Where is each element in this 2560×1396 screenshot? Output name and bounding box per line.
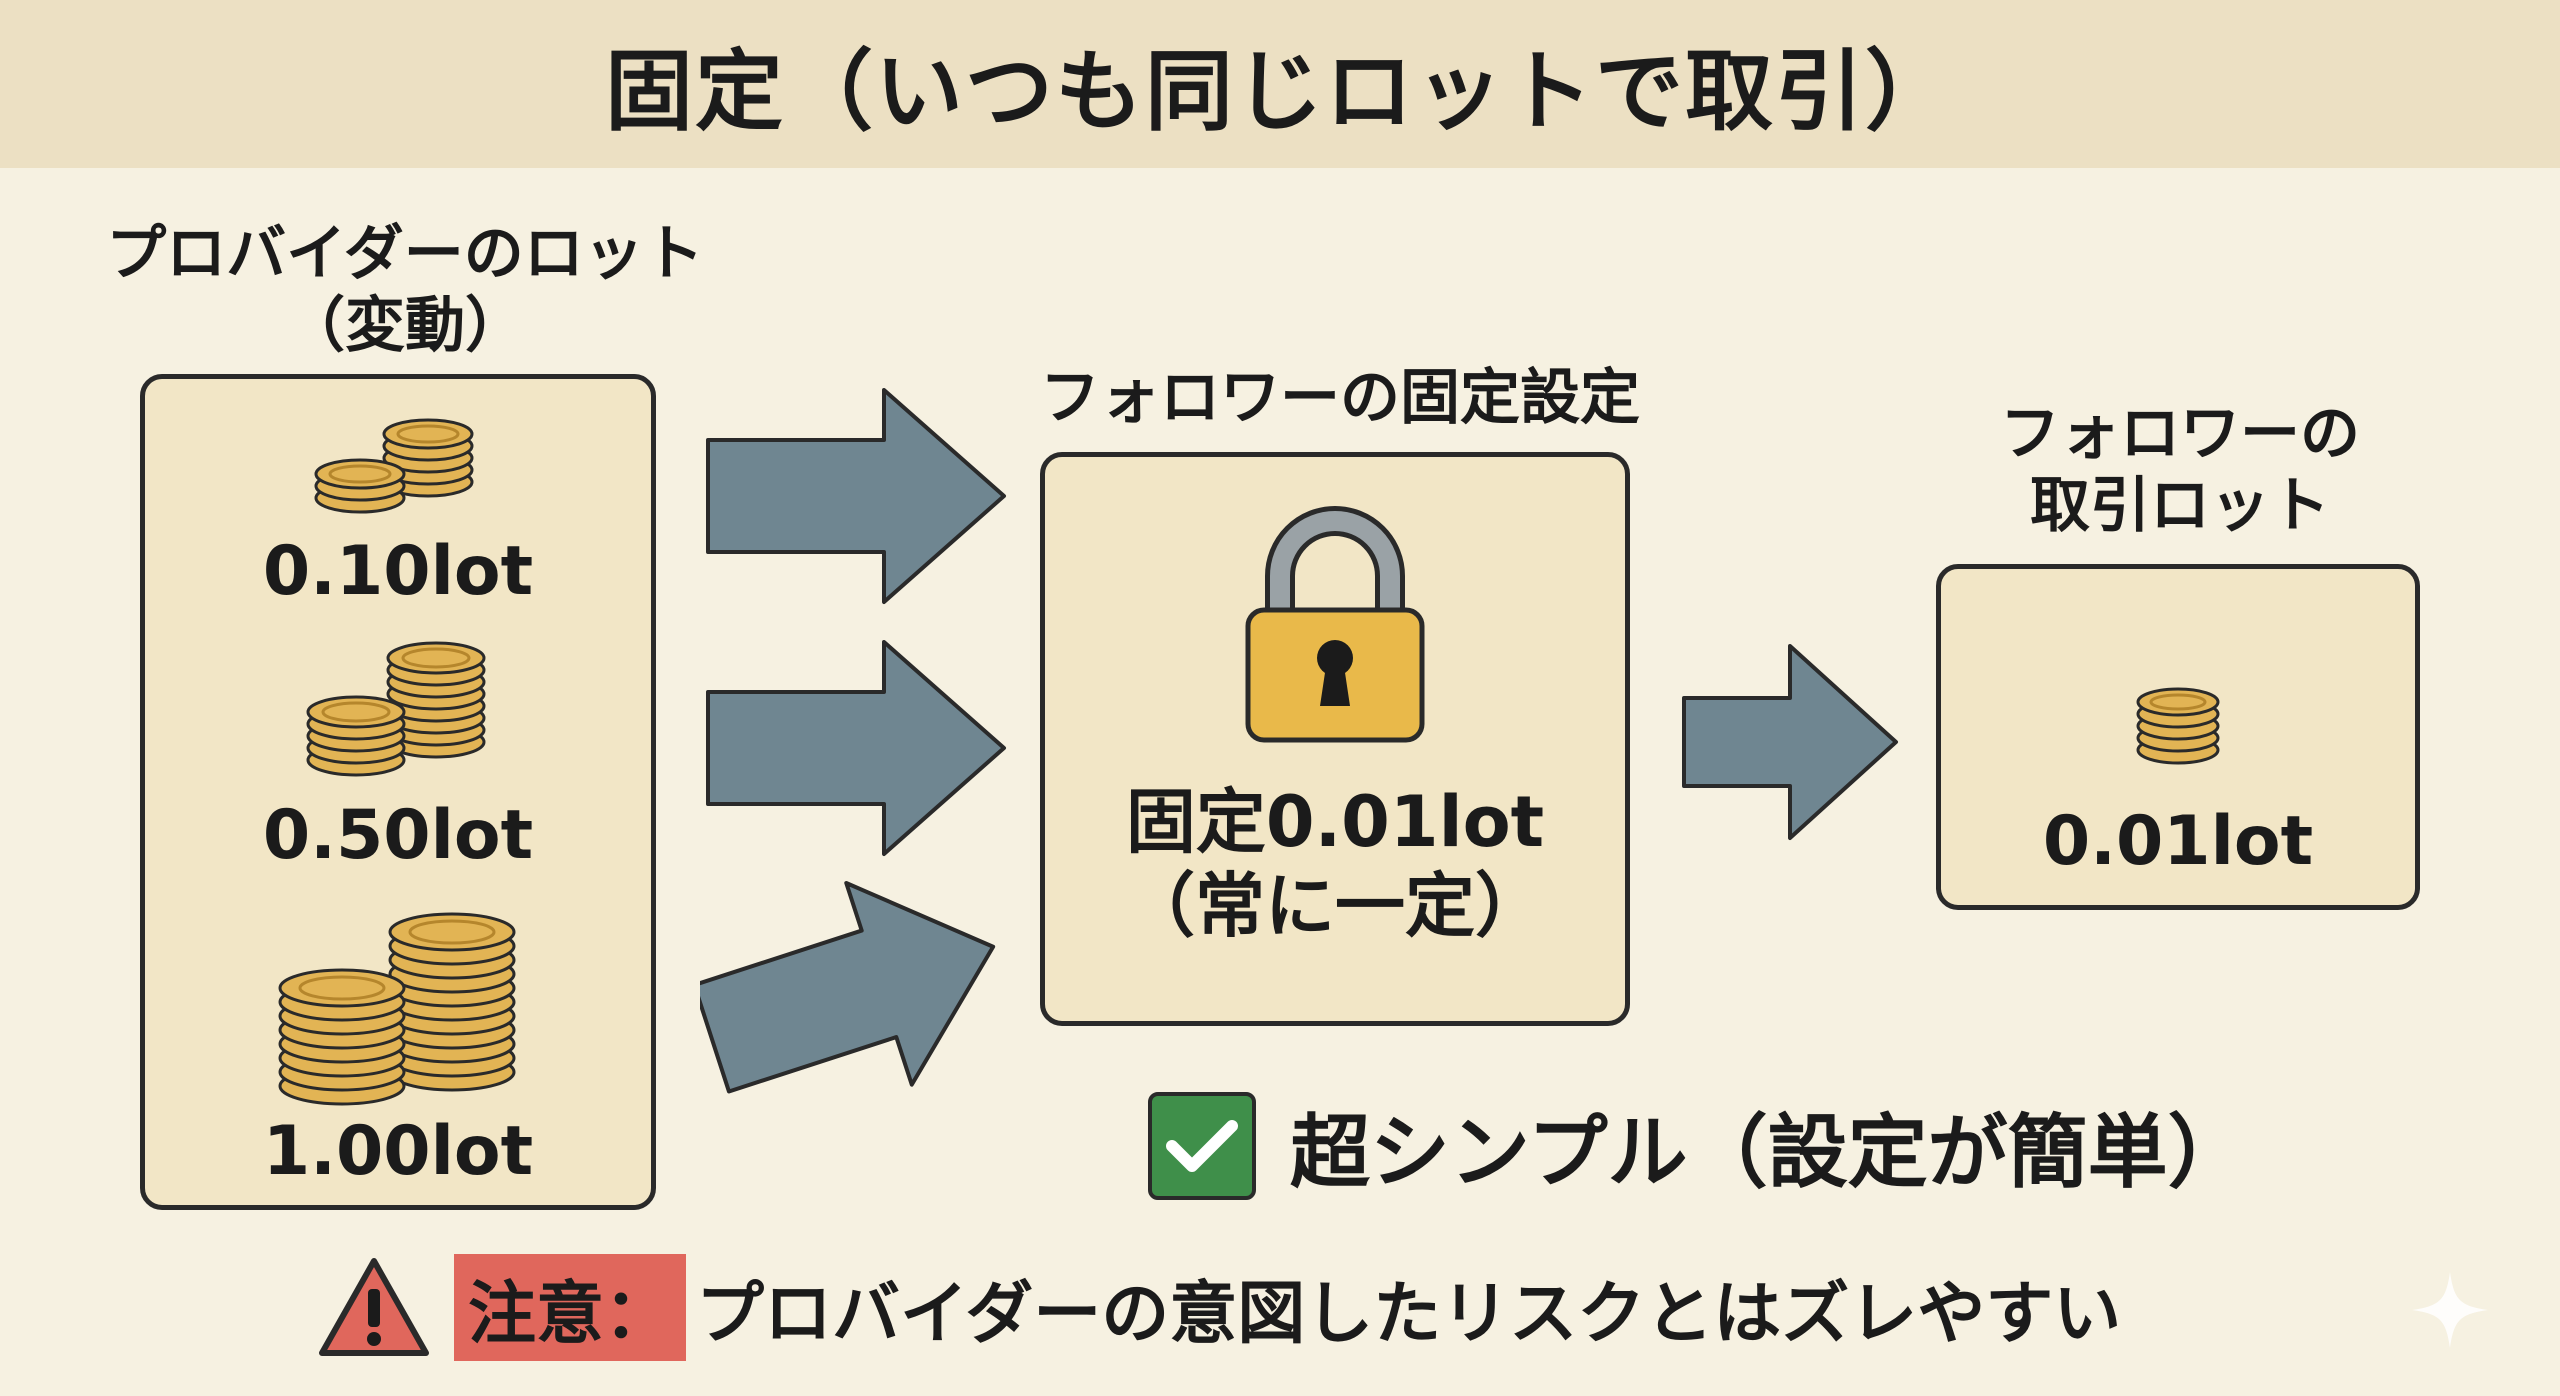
provider-label-line1: プロバイダーのロット [106, 219, 704, 289]
warning-row: 注意： プロバイダーの意図したリスクとはズレやすい [316, 1252, 2121, 1362]
checkmark-icon [1148, 1092, 1256, 1200]
follower-lot: 0.01lot [2042, 802, 2314, 881]
arrow-right-icon [1682, 644, 1898, 840]
arrow-right-icon [706, 640, 1006, 856]
title-bar: 固定（いつも同じロットで取引） [0, 0, 2560, 168]
provider-lot-2: 0.50lot [262, 796, 534, 875]
warning-icon [319, 1258, 429, 1356]
coin-stack-small-icon [314, 418, 474, 514]
provider-lot-1: 0.10lot [262, 532, 534, 611]
page-title: 固定（いつも同じロットで取引） [604, 39, 1955, 143]
follower-label: フォロワーの 取引ロット [1930, 398, 2430, 542]
coin-stack-medium-icon [306, 641, 486, 777]
warning-label: 注意： [454, 1253, 687, 1361]
coin-stack-tiny-icon [2136, 687, 2220, 765]
fixed-setting-label: フォロワーの固定設定 [1040, 363, 1640, 433]
padlock-icon [1245, 506, 1425, 743]
benefit-row: 超シンプル（設定が簡単） [1148, 1086, 2248, 1206]
follower-label-line2: 取引ロット [2030, 471, 2330, 541]
coin-stack-large-icon [278, 912, 516, 1106]
provider-label: プロバイダーのロット （変動） [90, 218, 720, 362]
provider-lot-3: 1.00lot [262, 1112, 534, 1191]
fixed-setting-value: 固定0.01lot （常に一定） [1040, 780, 1630, 948]
warning-text: プロバイダーの意図したリスクとはズレやすい [696, 1274, 2122, 1354]
arrow-right-icon [706, 388, 1006, 604]
follower-label-line1: フォロワーの [2000, 399, 2360, 469]
sparkle-icon [2412, 1272, 2488, 1348]
benefit-text: 超シンプル（設定が簡単） [1290, 1106, 2248, 1199]
fixed-setting-value-line2: （常に一定） [1125, 865, 1545, 947]
fixed-setting-value-line1: 固定0.01lot [1125, 781, 1545, 863]
arrow-up-right-icon [700, 881, 996, 1094]
provider-label-line2: （変動） [285, 291, 525, 361]
